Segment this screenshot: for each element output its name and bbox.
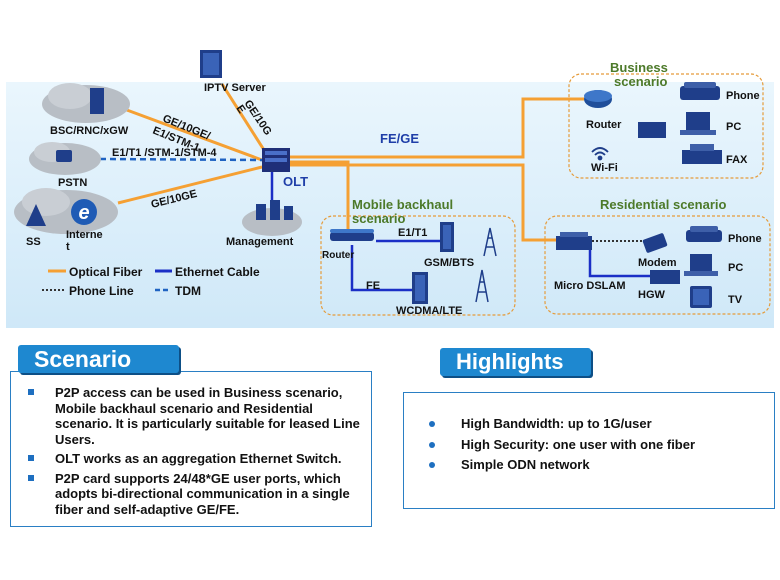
pstn-cloud-icon — [29, 142, 101, 175]
dot-bullet-icon — [429, 441, 435, 448]
olt-label: OLT — [283, 174, 308, 189]
res-dslam-label: Micro DSLAM — [554, 280, 626, 292]
mobile-router-icon — [330, 229, 374, 241]
bsc-cloud-icon — [42, 83, 130, 123]
link-olt-business — [290, 97, 584, 159]
management-icon — [242, 200, 302, 236]
pstn-label: PSTN — [58, 177, 87, 189]
residential-scenario-box — [544, 215, 771, 315]
link-dslam-hgw — [588, 250, 650, 278]
business-fax-label: FAX — [726, 154, 748, 166]
mobile-title-1: Mobile backhaul — [352, 197, 453, 212]
ethernet-links — [270, 170, 650, 292]
fax-icon — [682, 144, 722, 164]
mobile-router-label: Router — [322, 250, 354, 261]
link-bsc-olt — [115, 104, 263, 162]
legend: Optical Fiber Ethernet Cable Phone Line … — [42, 265, 260, 298]
modem-icon — [642, 233, 668, 253]
fiber-links — [115, 83, 584, 242]
highlights-panel: High Bandwidth: up to 1G/user High Secur… — [403, 392, 775, 509]
business-title-1: Business — [610, 60, 668, 75]
mobile-wcdma-label: WCDMA/LTE — [396, 305, 462, 317]
business-scenario-box — [568, 73, 764, 179]
mobile-scenario-box — [320, 215, 516, 316]
link-pstn-olt — [99, 157, 263, 162]
management-label: Management — [226, 236, 294, 248]
business-router-label: Router — [586, 119, 622, 131]
network-diagram: e — [6, 50, 774, 328]
internet-label-line1: Interne — [66, 229, 103, 241]
legend-ethernet-label: Ethernet Cable — [175, 265, 260, 279]
dslam-icon — [556, 232, 592, 250]
mobile-e1t1-label: E1/T1 — [398, 227, 427, 239]
bsc-label: BSC/RNC/xGW — [50, 125, 129, 137]
business-title-2: scenario — [614, 74, 668, 89]
res-phone-icon — [686, 226, 722, 242]
res-tv-label: TV — [728, 294, 743, 306]
scenario-item: OLT works as an aggregation Ethernet Swi… — [28, 451, 363, 467]
highlight-item-text: High Security: one user with one fiber — [461, 436, 696, 452]
business-pc-icon — [680, 112, 716, 135]
scenario-list: P2P access can be used in Business scena… — [28, 385, 363, 521]
iptv-server-icon — [200, 50, 222, 78]
dot-bullet-icon — [429, 421, 435, 427]
legend-tdm-label: TDM — [175, 284, 201, 298]
tv-icon — [690, 286, 712, 308]
res-pc-label: PC — [728, 262, 743, 274]
link-iptv-olt — [220, 83, 266, 151]
scenario-item-text: OLT works as an aggregation Ethernet Swi… — [55, 451, 342, 466]
antenna-icon-2 — [475, 269, 489, 303]
legend-fiber-label: Optical Fiber — [69, 265, 143, 279]
link-router-wcdma — [350, 245, 412, 292]
link-main-label: FE/GE — [380, 131, 419, 146]
antenna-icon-1 — [483, 227, 497, 257]
mobile-gsm-label: GSM/BTS — [424, 257, 474, 269]
business-pc-label: PC — [726, 121, 741, 133]
hgw-icon — [650, 270, 680, 284]
highlight-item: High Bandwidth: up to 1G/user — [429, 416, 759, 432]
res-modem-label: Modem — [638, 257, 677, 269]
business-router-icon — [584, 90, 612, 108]
internet-cloud-icon: e — [14, 188, 118, 234]
square-bullet-icon — [28, 474, 34, 481]
highlight-item-text: Simple ODN network — [461, 457, 590, 472]
residential-title: Residential scenario — [600, 197, 726, 212]
link-pstn-label: E1/T1 /STM-1/STM-4 — [112, 147, 217, 159]
highlight-item: High Security: one user with one fiber — [429, 437, 759, 453]
gsm-bts-icon — [440, 222, 454, 252]
scenario-header: Scenario — [18, 345, 179, 373]
scenario-item-text: P2P access can be used in Business scena… — [55, 385, 360, 447]
business-switch-icon — [638, 122, 666, 138]
mobile-fe-label: FE — [366, 280, 380, 292]
legend-phone-label: Phone Line — [69, 284, 134, 298]
business-phone-icon — [680, 82, 720, 100]
res-hgw-label: HGW — [638, 289, 666, 301]
highlights-header: Highlights — [440, 348, 591, 376]
dot-bullet-icon — [429, 462, 435, 468]
link-internet-olt — [117, 165, 263, 205]
wcdma-icon — [412, 272, 428, 304]
highlight-item-text: High Bandwidth: up to 1G/user — [461, 416, 652, 431]
link-olt-residential — [290, 163, 556, 242]
square-bullet-icon — [28, 455, 34, 461]
ss-label: SS — [26, 236, 41, 248]
iptv-server-label: IPTV Server — [204, 82, 266, 94]
scenario-item: P2P access can be used in Business scena… — [28, 385, 363, 447]
olt-icon — [262, 148, 290, 172]
scenario-panel: P2P access can be used in Business scena… — [10, 371, 372, 527]
wifi-icon — [591, 147, 609, 161]
internet-label-line2: t — [66, 241, 70, 253]
scenario-item: P2P card supports 24/48*GE user ports, w… — [28, 471, 363, 518]
svg-text:e: e — [78, 202, 89, 224]
mobile-title-2: scenario — [352, 211, 406, 226]
square-bullet-icon — [28, 389, 34, 395]
highlight-item: Simple ODN network — [429, 457, 759, 473]
res-pc-icon — [684, 254, 718, 276]
business-phone-label: Phone — [726, 90, 760, 102]
res-phone-label: Phone — [728, 233, 762, 245]
highlights-list: High Bandwidth: up to 1G/user High Secur… — [429, 416, 759, 478]
scenario-item-text: P2P card supports 24/48*GE user ports, w… — [55, 470, 350, 517]
business-wifi-label: Wi-Fi — [591, 162, 618, 174]
